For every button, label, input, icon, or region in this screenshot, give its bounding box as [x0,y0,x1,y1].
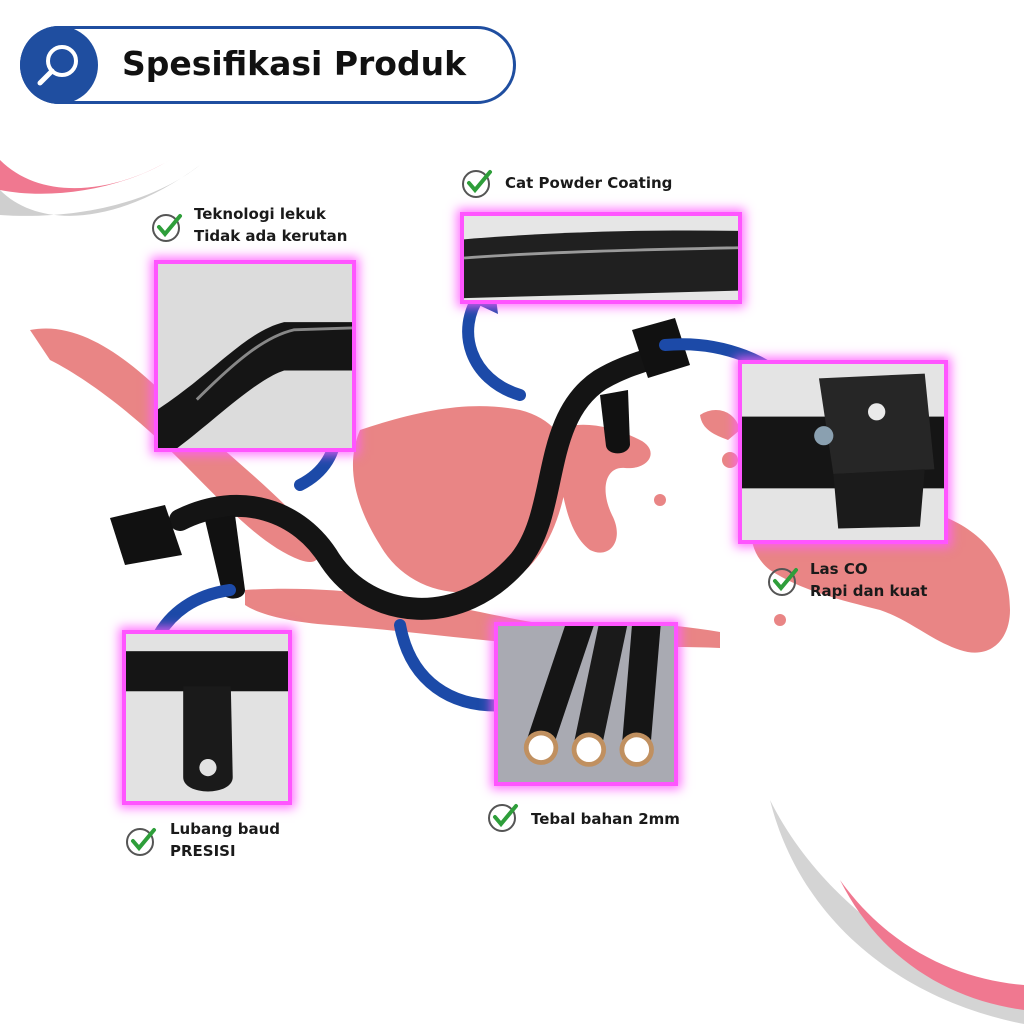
feature-label-bolt-hole: Lubang baud PRESISI [170,818,280,862]
feature-line: Cat Powder Coating [505,174,673,192]
feature-label-bend: Teknologi lekuk Tidak ada kerutan [194,203,347,247]
feature-label-coating: Cat Powder Coating [505,172,672,194]
search-icon [37,45,78,86]
product-brackets [110,318,690,599]
photo-bend [154,260,356,452]
photo-weld [738,360,948,544]
feature-line: Las CO [810,560,868,578]
feature-line: Tidak ada kerutan [194,227,348,245]
check-circle-icon [126,828,156,856]
check-circle-icon [152,214,182,242]
feature-line: Teknologi lekuk [194,205,326,223]
swoosh-top-left-gray [0,165,200,216]
check-circle-icon [462,170,492,198]
swoosh-top-left-pink [0,160,170,194]
check-circle-icon [768,568,798,596]
photo-coating [460,212,742,304]
page-title: Spesifikasi Produk [122,44,467,83]
title-pill [20,26,516,104]
feature-label-weld: Las CO Rapi dan kuat [810,558,927,602]
feature-line: PRESISI [170,842,236,860]
photo-bolt-hole [122,630,292,805]
feature-line: Tebal bahan 2mm [531,810,680,828]
check-circle-icon [488,804,518,832]
feature-line: Rapi dan kuat [810,582,928,600]
feature-label-thickness: Tebal bahan 2mm [531,808,680,830]
swoosh-bottom-right-pink [840,880,1024,1010]
title-icon-badge [20,26,98,104]
feature-line: Lubang baud [170,820,281,838]
photo-pipes [494,622,678,786]
product-bar [169,339,681,620]
